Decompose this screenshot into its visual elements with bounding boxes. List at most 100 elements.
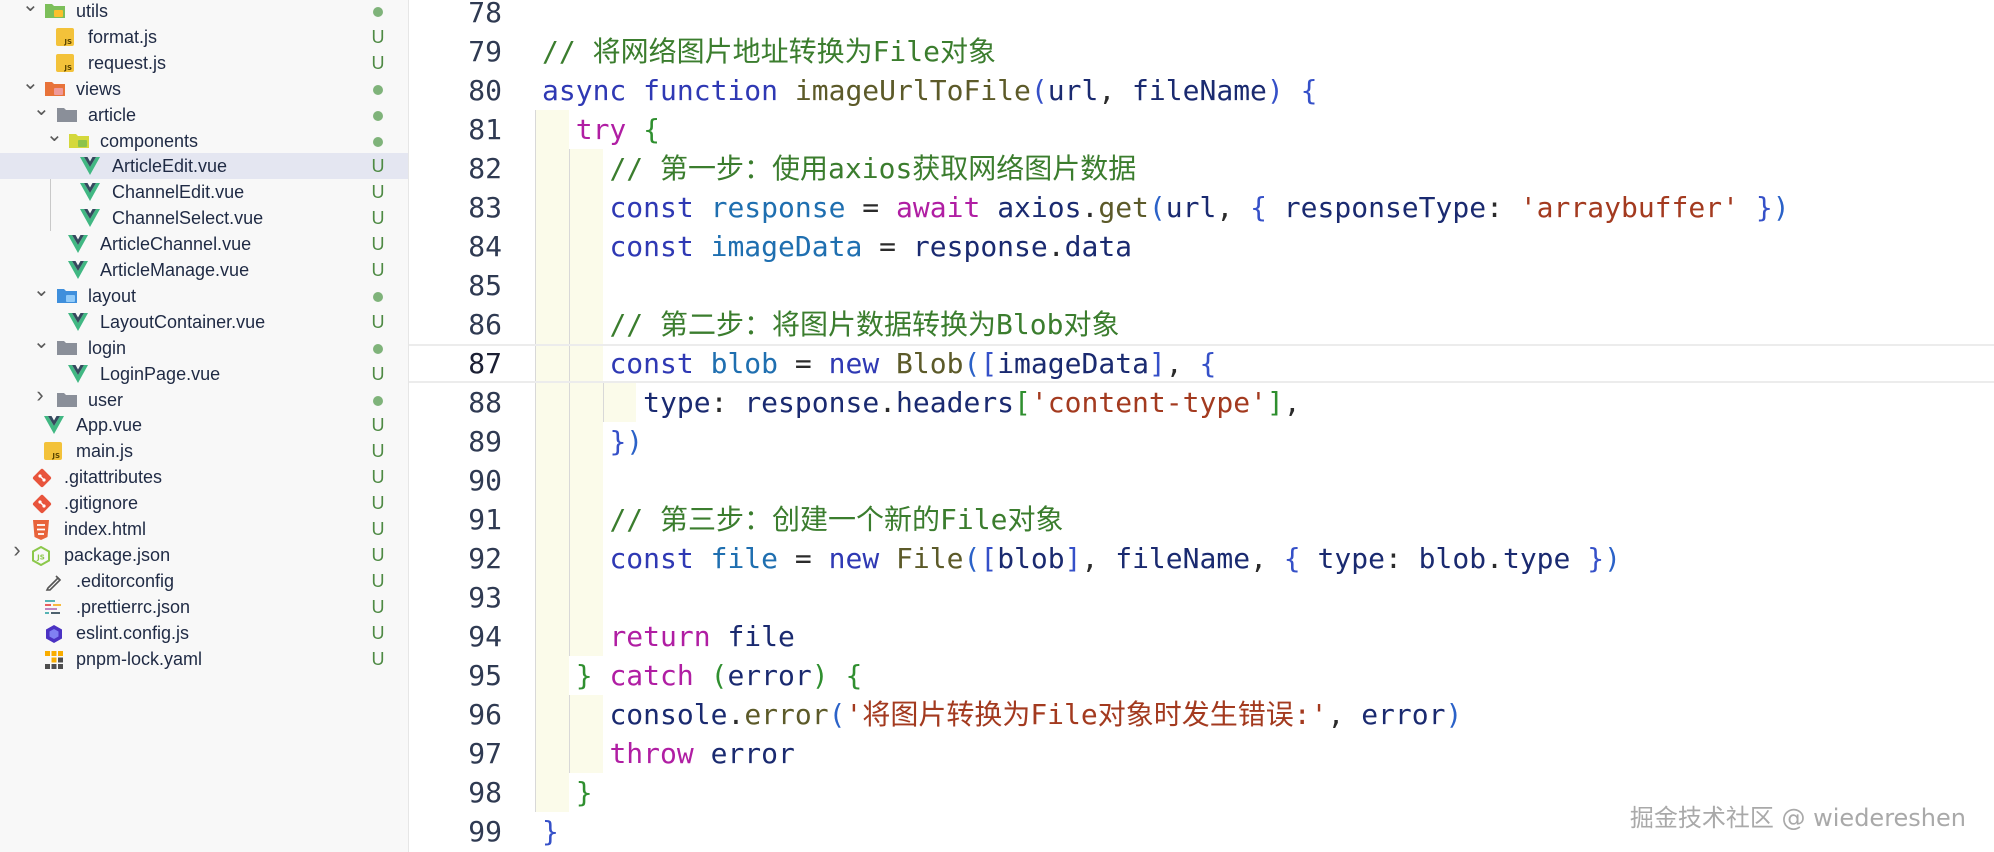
code-line[interactable]: 83 const response = await axios.get(url,… bbox=[409, 188, 1994, 227]
code-line[interactable]: 86 // 第二步：将图片数据转换为Blob对象 bbox=[409, 305, 1994, 344]
code-token: url bbox=[1047, 74, 1099, 107]
explorer-item[interactable]: ⌄components bbox=[0, 123, 408, 154]
code-line[interactable]: 96 console.error('将图片转换为File对象时发生错误:', e… bbox=[409, 695, 1994, 734]
explorer-item[interactable]: ⌄ views bbox=[0, 71, 408, 102]
untracked-badge: U bbox=[371, 234, 385, 255]
code-line[interactable]: 84 const imageData = response.data bbox=[409, 227, 1994, 266]
modified-dot-icon bbox=[368, 130, 388, 152]
code-line[interactable]: 88 type: response.headers['content-type'… bbox=[409, 383, 1994, 422]
line-number: 96 bbox=[468, 698, 502, 731]
code-line[interactable]: 97 throw error bbox=[409, 734, 1994, 773]
explorer-item-label: ArticleEdit.vue bbox=[112, 156, 228, 177]
code-token: [ bbox=[980, 347, 998, 380]
code-token: ) bbox=[811, 659, 829, 692]
explorer-item[interactable]: ⌄login bbox=[0, 330, 408, 361]
code-token: } bbox=[1587, 542, 1605, 575]
code-token bbox=[542, 386, 643, 419]
chevron-down-icon[interactable]: ⌄ bbox=[33, 330, 50, 353]
chevron-down-icon[interactable]: ⌄ bbox=[22, 71, 39, 94]
code-line[interactable]: 85 bbox=[409, 266, 1994, 305]
code-token: ) bbox=[1772, 191, 1790, 224]
code-token bbox=[542, 230, 609, 263]
code-token bbox=[694, 230, 711, 263]
code-line[interactable]: 82 // 第一步：使用axios获取网络图片数据 bbox=[409, 149, 1994, 188]
code-line[interactable]: 98 } bbox=[409, 773, 1994, 812]
code-text: } catch (error) { bbox=[542, 656, 863, 695]
code-line[interactable]: 78 bbox=[409, 0, 1994, 32]
explorer-item-label: request.js bbox=[88, 52, 167, 73]
chevron-down-icon[interactable]: ⌄ bbox=[22, 0, 39, 16]
code-text: // 第二步：将图片数据转换为Blob对象 bbox=[542, 305, 1119, 344]
explorer-item-label: ChannelEdit.vue bbox=[112, 182, 245, 203]
indent-highlight bbox=[535, 110, 569, 812]
chevron-down-icon[interactable]: ⌄ bbox=[46, 123, 63, 146]
code-line[interactable]: 87 const blob = new Blob([imageData], { bbox=[409, 344, 1994, 383]
code-token bbox=[542, 503, 609, 536]
code-line[interactable]: 92 const file = new File([blob], fileNam… bbox=[409, 539, 1994, 578]
chevron-down-icon[interactable]: ⌄ bbox=[33, 278, 50, 301]
code-line[interactable]: 91 // 第三步：创建一个新的File对象 bbox=[409, 500, 1994, 539]
code-token bbox=[542, 347, 609, 380]
code-token: = bbox=[778, 347, 829, 380]
code-token: const bbox=[609, 230, 694, 263]
code-token: ) bbox=[1604, 542, 1621, 575]
code-token: ( bbox=[963, 542, 981, 575]
chevron-down-icon[interactable]: ⌄ bbox=[33, 97, 50, 120]
code-token bbox=[542, 113, 576, 146]
line-number: 84 bbox=[468, 230, 502, 263]
explorer-item[interactable]: ›user bbox=[0, 381, 408, 413]
explorer-item[interactable]: ⌄utils bbox=[0, 0, 408, 24]
explorer-item-label: views bbox=[76, 78, 122, 99]
code-token: [ bbox=[980, 542, 998, 575]
code-line[interactable]: 81 try { bbox=[409, 110, 1994, 149]
views-folder-icon bbox=[44, 80, 65, 98]
layout-folder-icon bbox=[56, 287, 77, 305]
code-line[interactable]: 90 bbox=[409, 461, 1994, 500]
folder-icon bbox=[56, 339, 77, 357]
code-token: } bbox=[609, 425, 627, 458]
code-token: imageUrlToFile bbox=[794, 74, 1031, 107]
code-line[interactable]: 99} bbox=[409, 812, 1994, 851]
explorer-item[interactable]: ⌄layout bbox=[0, 278, 408, 309]
code-token: type bbox=[1502, 542, 1571, 575]
code-token: // 第一步：使用axios获取网络图片数据 bbox=[609, 152, 1137, 185]
explorer-item[interactable]: ⌄article bbox=[0, 97, 408, 128]
chevron-right-icon[interactable]: › bbox=[36, 381, 44, 407]
code-line[interactable]: 94 return file bbox=[409, 617, 1994, 656]
code-line[interactable]: 95 } catch (error) { bbox=[409, 656, 1994, 695]
code-token bbox=[542, 425, 609, 458]
code-token bbox=[593, 659, 610, 692]
code-line[interactable]: 93 bbox=[409, 578, 1994, 617]
code-token: fileName bbox=[1132, 74, 1267, 107]
code-line[interactable]: 79// 将网络图片地址转换为File对象 bbox=[409, 32, 1994, 71]
code-token: url bbox=[1165, 191, 1217, 224]
code-text: throw error bbox=[542, 734, 794, 773]
chevron-right-icon[interactable]: › bbox=[13, 536, 21, 562]
code-line[interactable]: 89 }) bbox=[409, 422, 1994, 461]
code-token: // 第三步：创建一个新的File对象 bbox=[609, 503, 1064, 536]
explorer-item-label: LoginPage.vue bbox=[100, 363, 221, 384]
line-number: 94 bbox=[468, 620, 502, 653]
